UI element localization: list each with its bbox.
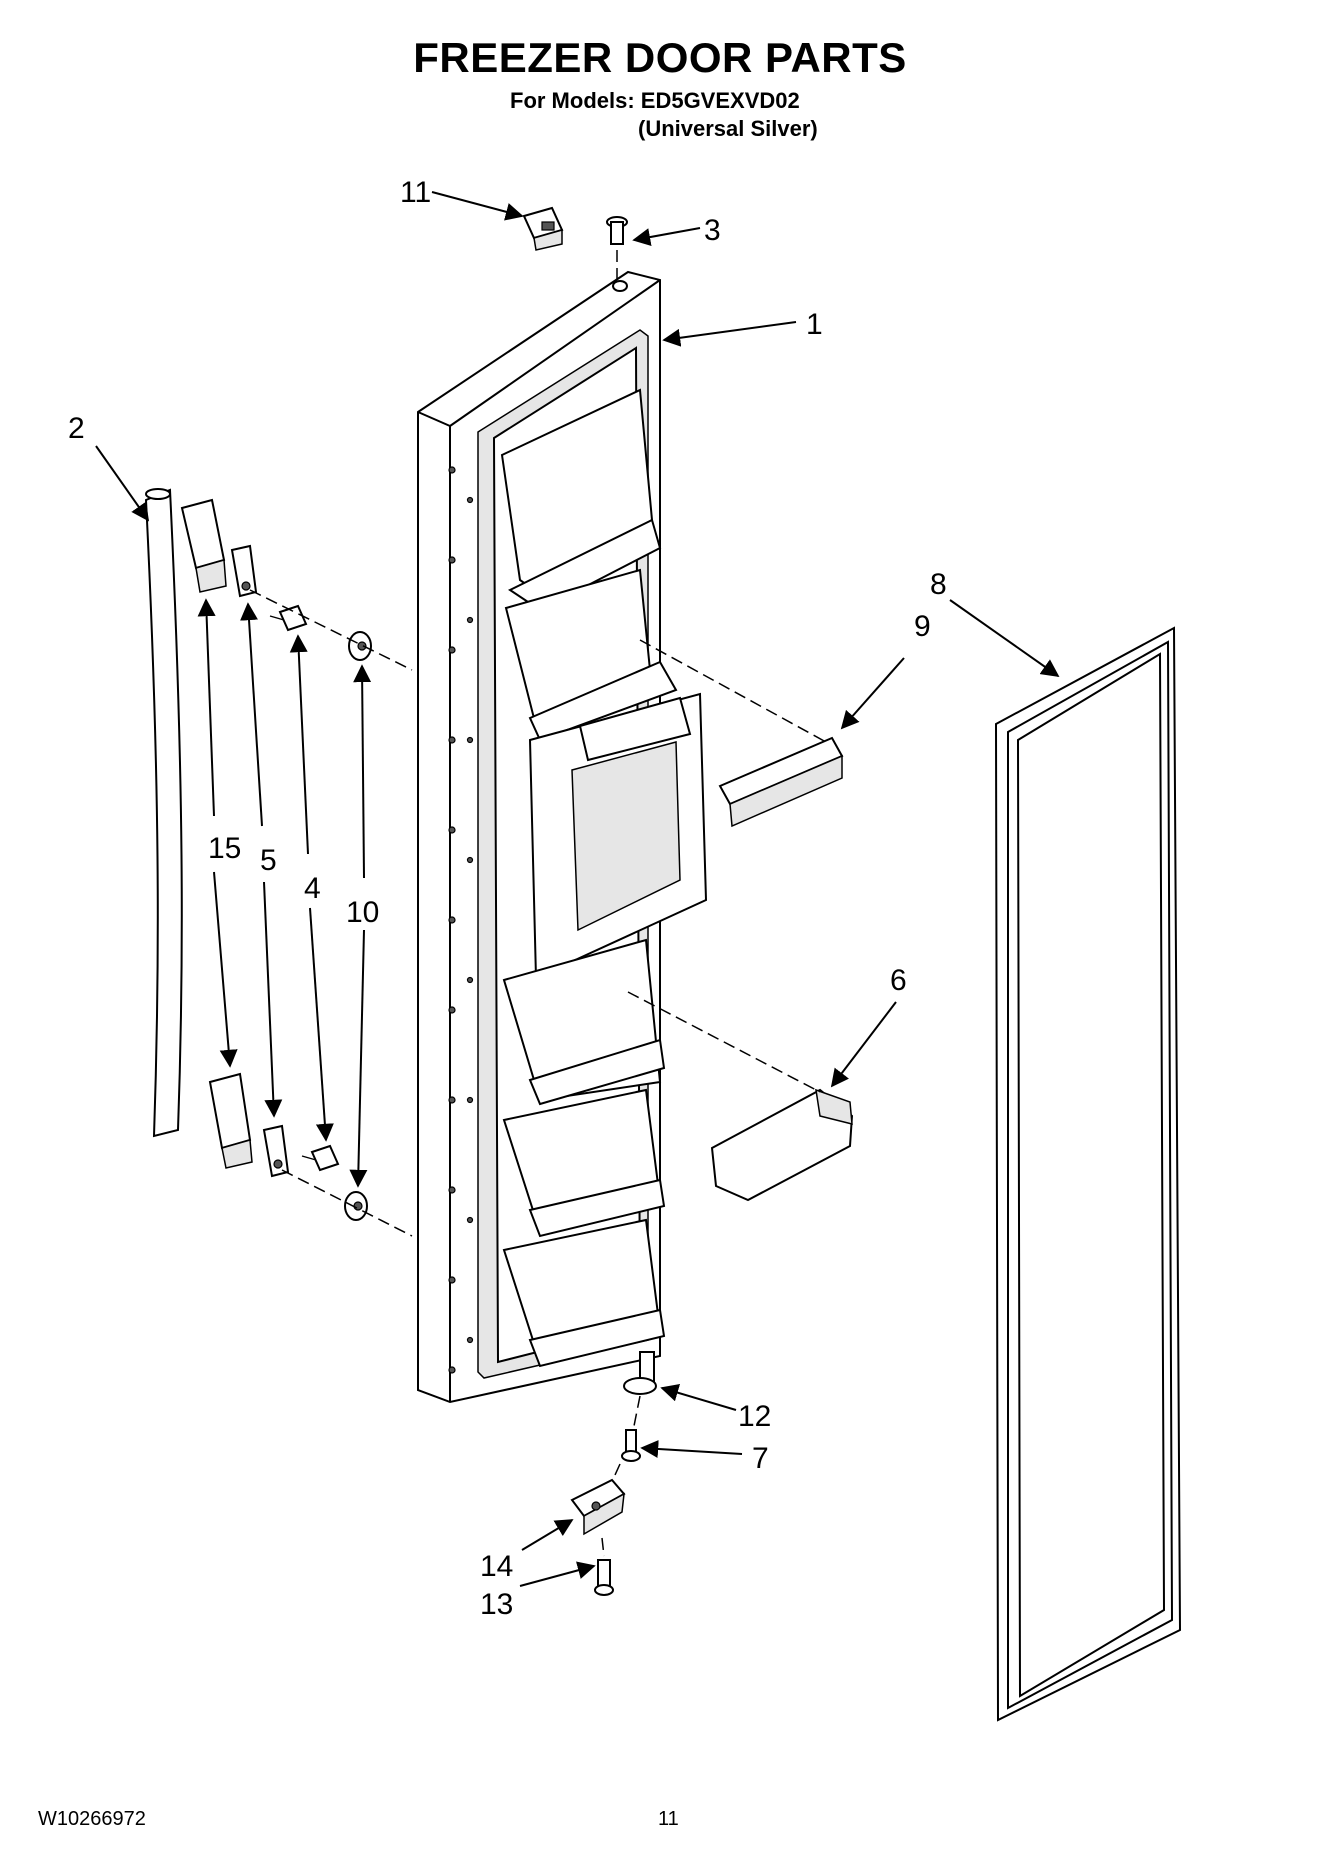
callout-14: 14 [480,1550,513,1583]
part-9-trim-strip [639,639,844,828]
callout-12: 12 [738,1400,771,1433]
callout-11: 11 [400,176,431,209]
door-shelves [500,388,708,1368]
part-7-screw [609,1429,641,1487]
page-header: FREEZER DOOR PARTS For Models: ED5GVEXVD… [0,0,1339,150]
door-gasket-rivets [448,466,474,1374]
part-8-door-gasket [994,626,1182,1722]
part-3-bushing [606,216,628,282]
page-number: 11 [658,1808,679,1830]
document-number: W10266972 [38,1808,146,1830]
callout-labels: 11 3 1 2 8 9 15 5 4 10 6 12 7 14 13 [68,176,947,1621]
callout-1: 1 [806,308,823,341]
part-15-handle-caps [180,498,253,1169]
callout-15: 15 [208,832,241,865]
part-12-hinge-pin [623,1351,657,1427]
color-variant: (Universal Silver) [638,116,818,141]
callout-5: 5 [260,844,277,877]
part-13-screw [594,1559,614,1596]
callout-6: 6 [890,964,907,997]
callout-2: 2 [68,412,85,445]
callout-8: 8 [930,568,947,601]
part-2-handle [144,488,183,1138]
part-10-spacers [344,631,372,1221]
part-14-hinge-bracket [570,1478,626,1557]
freezer-door [417,270,708,1404]
callout-7: 7 [752,1442,769,1475]
callout-4: 4 [304,872,321,905]
callout-13: 13 [480,1588,513,1621]
assembly-lines-left [249,589,413,1237]
part-5-brackets [230,544,290,1178]
page-title: FREEZER DOOR PARTS [413,34,907,81]
callout-3: 3 [704,214,721,247]
part-11-top-cap [522,206,564,251]
leader-arrows [95,191,1060,1587]
part-4-screws [269,604,340,1172]
callout-9: 9 [914,610,931,643]
part-6-door-bin [627,991,854,1202]
models-line: For Models: ED5GVEXVD02 [510,88,800,113]
callout-10: 10 [346,896,379,929]
